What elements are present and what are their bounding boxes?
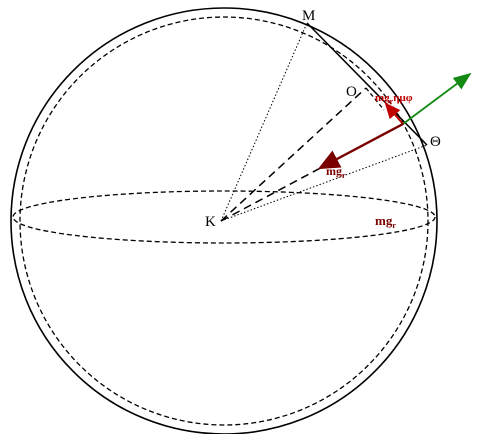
sphere-force-base: mg <box>375 213 393 228</box>
sphere-force-sub: r <box>392 221 396 230</box>
dashed-line-k-o <box>220 87 367 222</box>
gravity-force-sub: r <box>342 171 346 180</box>
outer-sphere-circle <box>10 7 438 434</box>
component-force-base: mg <box>375 92 390 104</box>
dotted-line-k-m <box>220 22 308 222</box>
dashed-line-o-chord <box>365 87 385 111</box>
inner-dashed-circle <box>19 16 429 426</box>
green-normal-arrow <box>402 72 472 125</box>
label-k: K <box>205 214 216 230</box>
chord-m-theta <box>306 22 428 146</box>
component-force-suffix: ημφ <box>393 92 412 104</box>
label-sphere-force: mgr <box>375 213 396 230</box>
label-theta: Θ <box>430 134 441 150</box>
dotted-line-k-theta <box>220 144 428 222</box>
label-o: O <box>346 84 357 100</box>
dark-red-gravity-arrow <box>317 122 404 170</box>
gravity-force-base: mg <box>326 164 342 178</box>
equator-ellipse <box>12 190 436 244</box>
component-force-sub: r <box>390 97 394 106</box>
label-component-force: mgrημφ <box>375 92 413 106</box>
red-component-arrow <box>384 102 404 125</box>
label-gravity-force: mgr <box>326 164 346 180</box>
label-m: M <box>302 8 315 24</box>
